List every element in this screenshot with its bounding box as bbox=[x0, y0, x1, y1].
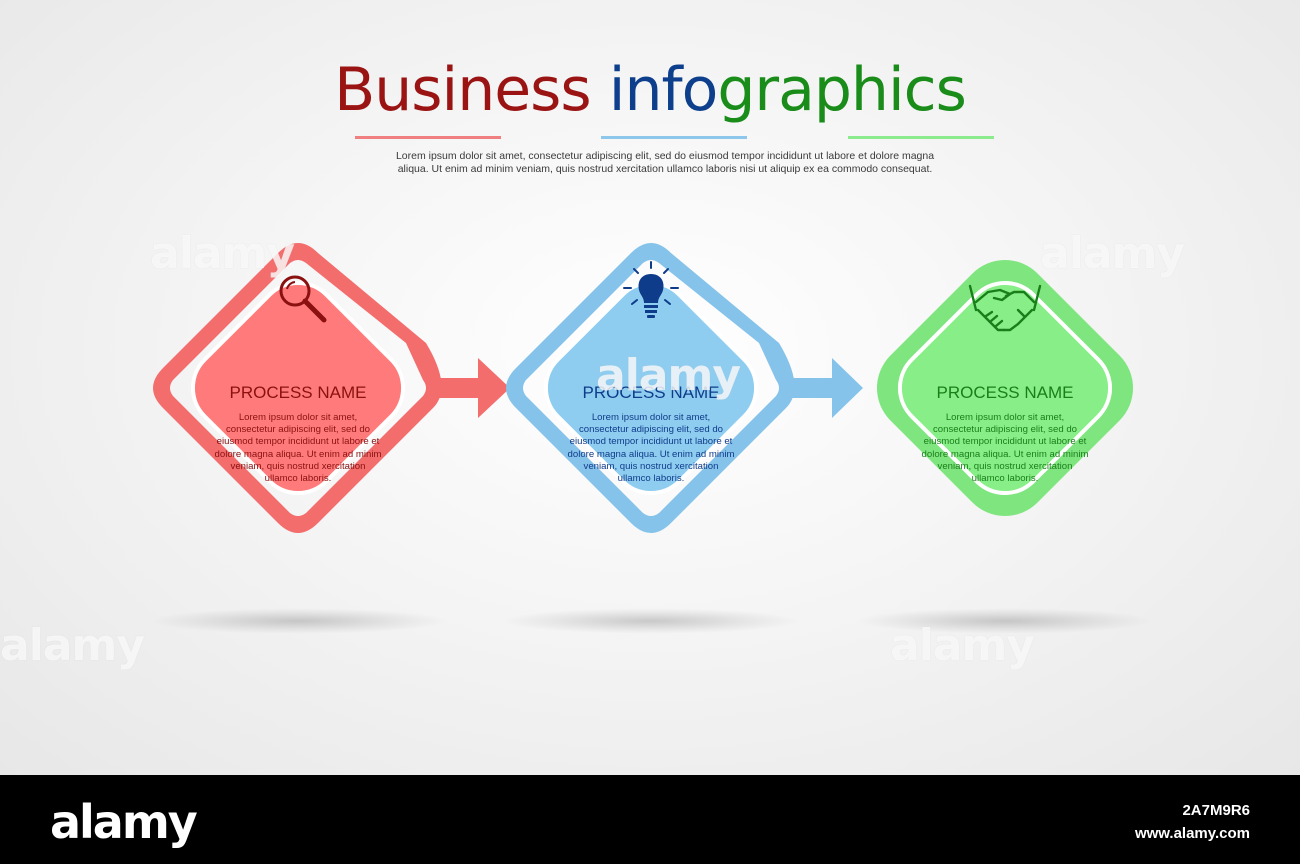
step-ring-1 bbox=[153, 243, 442, 533]
step-shape-2 bbox=[506, 243, 795, 533]
floor-shadow-1 bbox=[148, 608, 448, 634]
step-text-1: Lorem ipsum dolor sit amet, consectetur … bbox=[214, 412, 382, 485]
floor-shadow-2 bbox=[501, 608, 801, 634]
footer-image-info: 2A7M9R6 www.alamy.com bbox=[1135, 799, 1250, 845]
watermark-5: alamy bbox=[890, 620, 1035, 671]
footer-bar: alamy 2A7M9R6 www.alamy.com bbox=[0, 775, 1300, 864]
step-title-1: PROCESS NAME bbox=[229, 383, 367, 402]
watermark-4: alamy bbox=[0, 620, 145, 671]
step-body-3 bbox=[897, 280, 1113, 496]
title-word-business: Business bbox=[334, 55, 592, 125]
title-underline-red bbox=[355, 136, 501, 139]
step-shape-1 bbox=[153, 243, 442, 533]
lightbulb-icon bbox=[623, 261, 679, 318]
step-body-1 bbox=[190, 280, 406, 496]
title-underline-green bbox=[848, 136, 994, 139]
step-text-2: Lorem ipsum dolor sit amet, consectetur … bbox=[567, 412, 735, 485]
intro-paragraph: Lorem ipsum dolor sit amet, consectetur … bbox=[395, 150, 935, 175]
infographic-canvas: Business infographics Lorem ipsum dolor … bbox=[0, 0, 1300, 775]
page-title: Business infographics bbox=[0, 52, 1300, 128]
process-diagram bbox=[153, 243, 1134, 533]
handshake-icon bbox=[968, 284, 1042, 332]
footer-logo: alamy bbox=[50, 795, 198, 849]
title-underline-blue bbox=[601, 136, 747, 139]
watermark-3: alamy bbox=[1040, 228, 1185, 279]
footer-image-id: 2A7M9R6 bbox=[1182, 802, 1250, 819]
step-text-3: Lorem ipsum dolor sit amet, consectetur … bbox=[921, 412, 1089, 485]
step-body-2 bbox=[543, 280, 759, 496]
title-word-info: info bbox=[608, 55, 719, 125]
step-title-3: PROCESS NAME bbox=[936, 383, 1074, 402]
step-ring-2 bbox=[506, 243, 795, 533]
step-title-2: PROCESS NAME bbox=[582, 383, 720, 402]
floor-shadow-3 bbox=[855, 608, 1155, 634]
step-shape-3 bbox=[876, 259, 1134, 517]
magnifier-icon bbox=[279, 275, 327, 323]
footer-url: www.alamy.com bbox=[1134, 825, 1250, 842]
watermark-2: alamy bbox=[596, 350, 741, 401]
watermark-1: alamy bbox=[150, 228, 295, 279]
title-word-graphics: graphics bbox=[717, 55, 967, 125]
connector-arrow-2 bbox=[783, 358, 863, 418]
connector-arrow-1 bbox=[430, 358, 510, 418]
